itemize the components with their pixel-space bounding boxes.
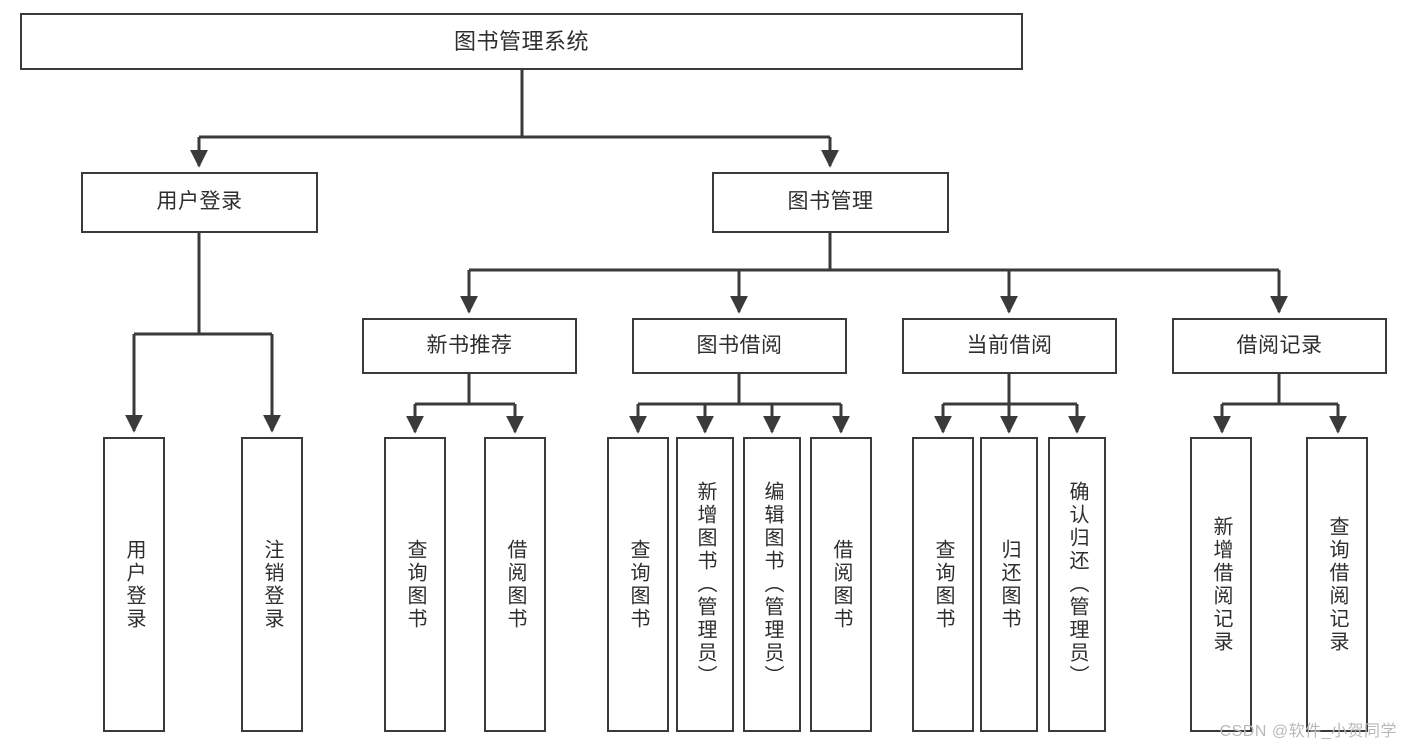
leaf-new-book-query[interactable]: 查询图书 <box>384 437 446 732</box>
leaf-book-borrow-borrow[interactable]: 借阅图书 <box>810 437 872 732</box>
leaf-user-login-login[interactable]: 用户登录 <box>103 437 165 732</box>
node-book-borrow[interactable]: 图书借阅 <box>632 318 847 374</box>
leaf-book-borrow-query[interactable]: 查询图书 <box>607 437 669 732</box>
node-label: 注销登录 <box>261 538 283 631</box>
leaf-new-book-borrow[interactable]: 借阅图书 <box>484 437 546 732</box>
node-label: 当前借阅 <box>966 333 1053 357</box>
node-label: 图书管理系统 <box>453 28 589 54</box>
node-user-login[interactable]: 用户登录 <box>81 172 318 233</box>
leaf-current-borrow-query[interactable]: 查询图书 <box>912 437 974 732</box>
node-label: 查询借阅记录 <box>1326 515 1348 654</box>
node-label: 查询图书 <box>404 538 426 631</box>
node-new-book-recommend[interactable]: 新书推荐 <box>362 318 577 374</box>
node-label: 用户登录 <box>156 190 243 214</box>
leaf-borrow-record-add[interactable]: 新增借阅记录 <box>1190 437 1252 732</box>
node-root-system[interactable]: 图书管理系统 <box>20 13 1023 70</box>
node-label: 借阅记录 <box>1236 333 1323 357</box>
node-label: 编辑图书（管理员） <box>761 481 783 688</box>
leaf-borrow-record-query[interactable]: 查询借阅记录 <box>1306 437 1368 732</box>
node-label: 借阅图书 <box>830 538 852 631</box>
node-label: 查询图书 <box>932 538 954 631</box>
node-label: 图书管理 <box>787 190 874 214</box>
node-label: 确认归还（管理员） <box>1066 481 1088 688</box>
node-label: 新增借阅记录 <box>1210 515 1232 654</box>
node-label: 图书借阅 <box>696 333 783 357</box>
leaf-current-borrow-confirm-return[interactable]: 确认归还（管理员） <box>1048 437 1106 732</box>
node-current-borrow[interactable]: 当前借阅 <box>902 318 1117 374</box>
node-book-management[interactable]: 图书管理 <box>712 172 949 233</box>
node-label: 新增图书（管理员） <box>694 481 716 688</box>
node-label: 新书推荐 <box>426 333 513 357</box>
leaf-book-borrow-add[interactable]: 新增图书（管理员） <box>676 437 734 732</box>
node-label: 借阅图书 <box>504 538 526 631</box>
leaf-book-borrow-edit[interactable]: 编辑图书（管理员） <box>743 437 801 732</box>
leaf-current-borrow-return[interactable]: 归还图书 <box>980 437 1038 732</box>
node-label: 查询图书 <box>627 538 649 631</box>
node-borrow-record[interactable]: 借阅记录 <box>1172 318 1387 374</box>
node-label: 用户登录 <box>123 538 145 631</box>
node-label: 归还图书 <box>998 538 1020 631</box>
leaf-user-login-logout[interactable]: 注销登录 <box>241 437 303 732</box>
